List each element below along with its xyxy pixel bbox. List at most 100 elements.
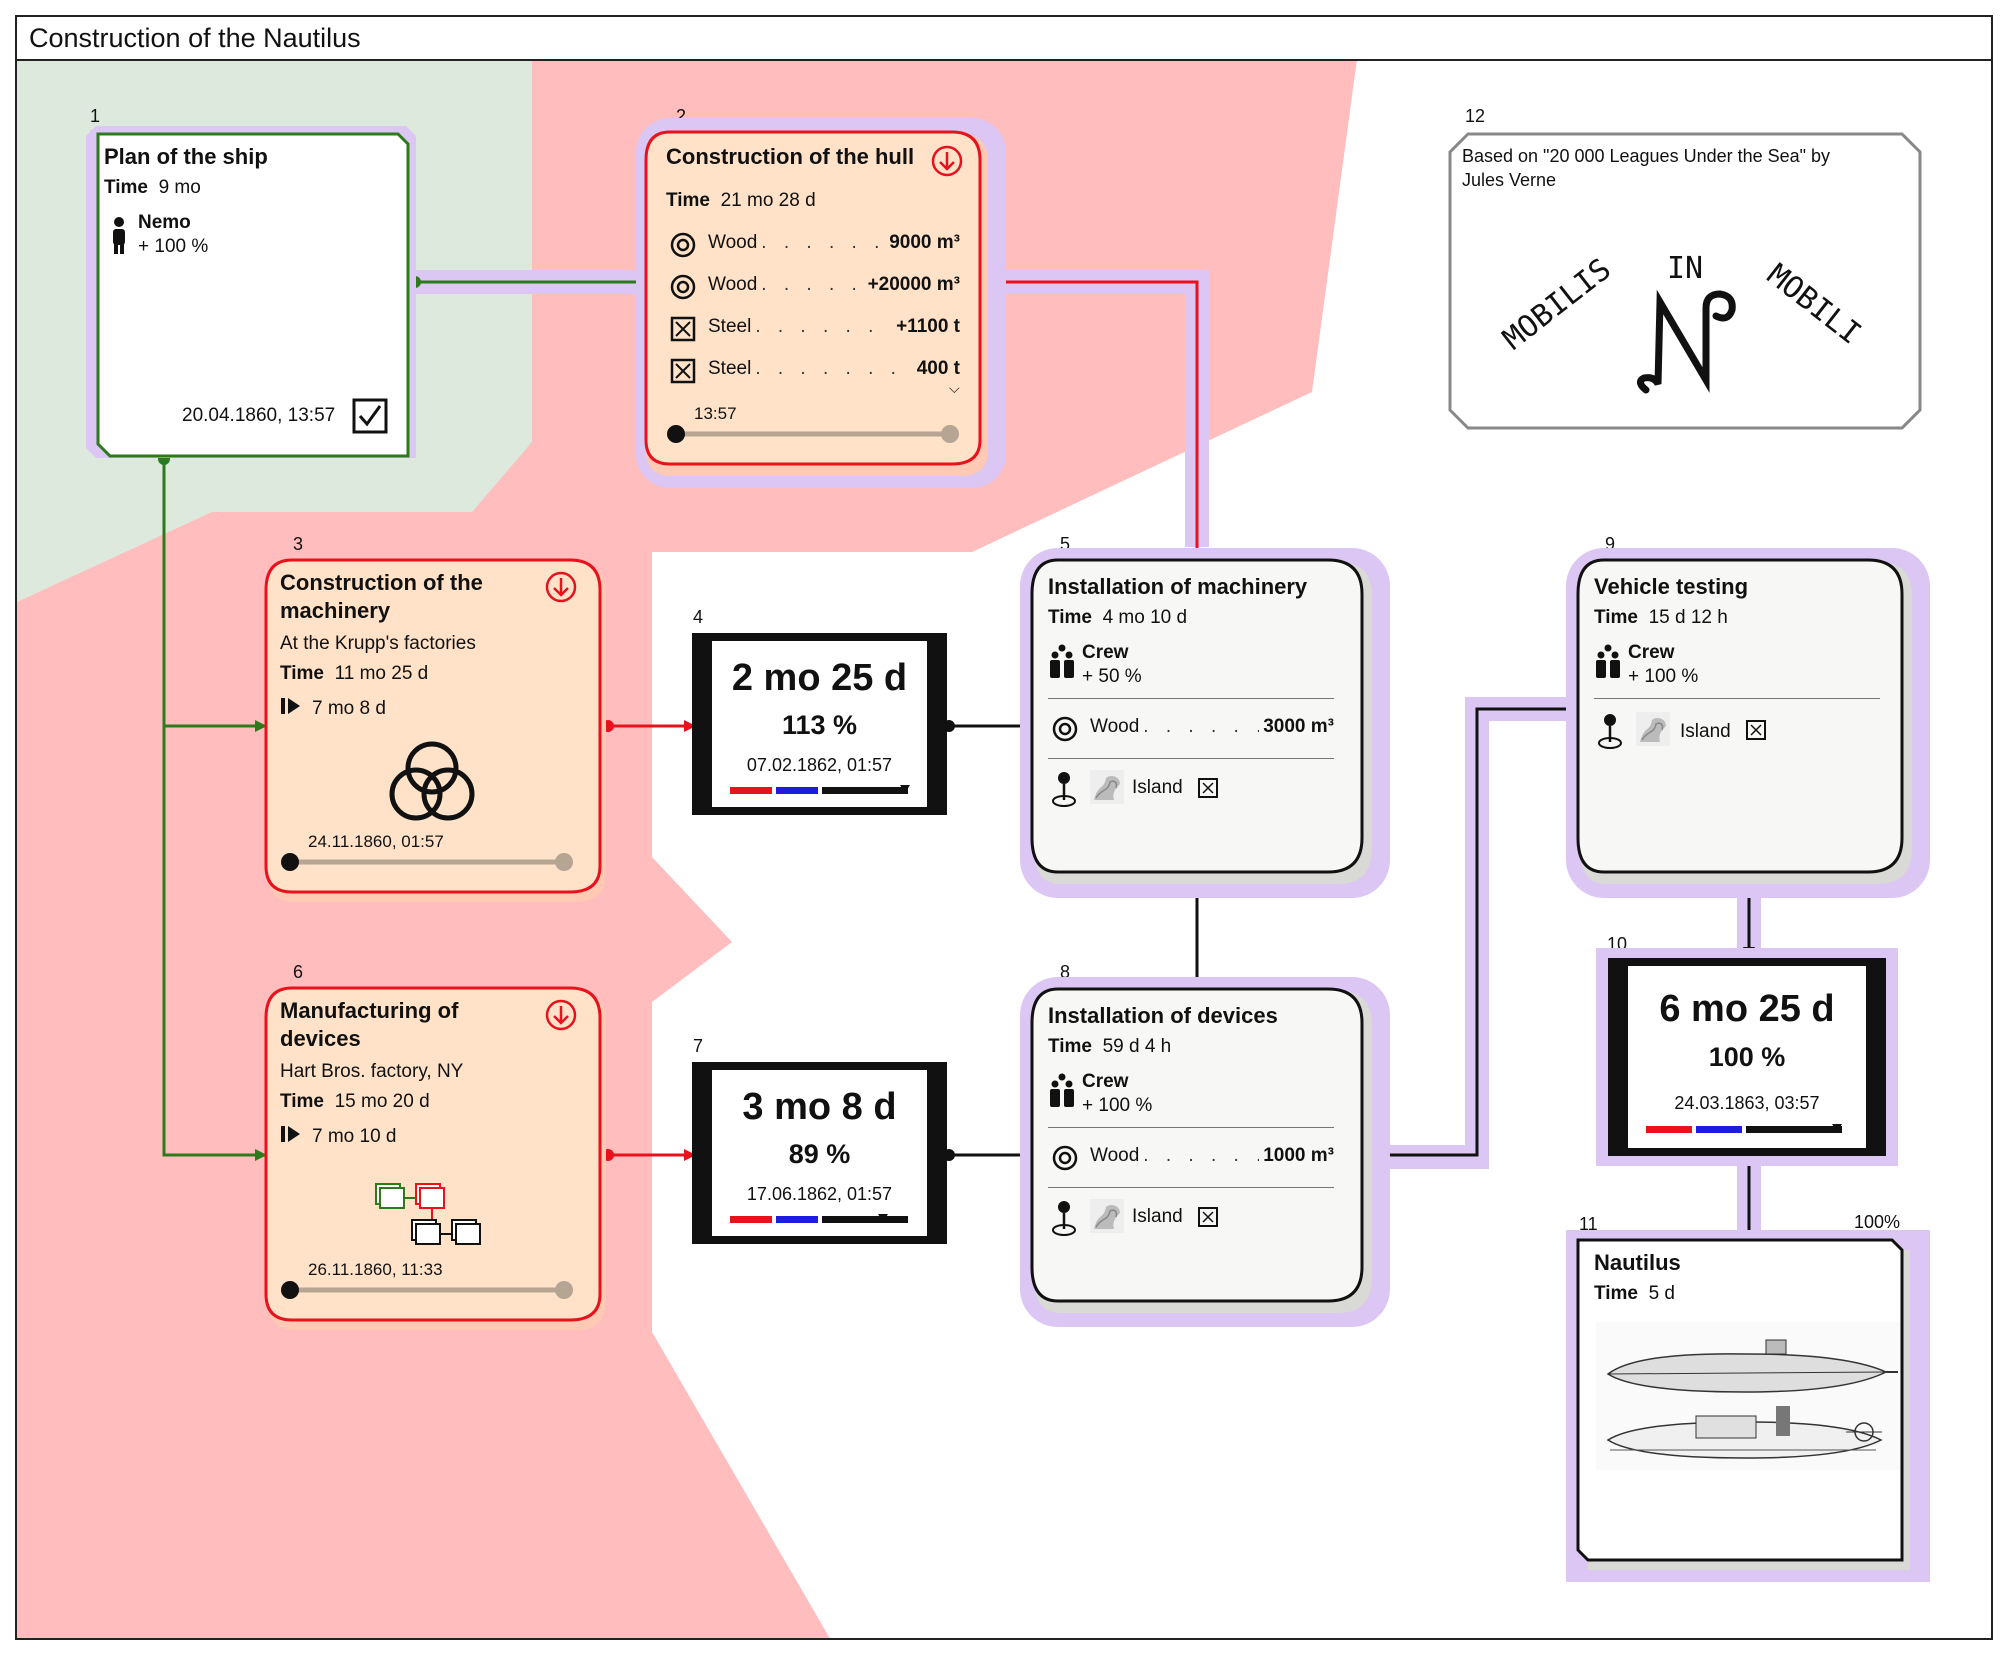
divider <box>1594 698 1880 699</box>
resource-name: Wood <box>1090 1145 1140 1166</box>
progress-time: 13:57 <box>694 404 737 423</box>
time-label: Time <box>1594 607 1639 628</box>
duration-value: 7 mo 8 d <box>312 698 386 719</box>
leader-dots: . . . . . . . . . . . . . . <box>1143 1145 1259 1166</box>
milestone-date: 24.03.1863, 03:57 <box>1674 1093 1820 1113</box>
leader-dots: . . . . . . . . . . . . . . <box>755 316 892 337</box>
resource-value: 400 t <box>916 358 960 379</box>
milestone-date: 07.02.1862, 01:57 <box>746 755 893 775</box>
time-label: Time <box>1048 1036 1093 1057</box>
card-shape <box>86 126 416 458</box>
island-map-icon <box>1636 712 1670 746</box>
node-subtitle: At the Krupp's factories <box>280 633 476 654</box>
alert-down-icon[interactable] <box>544 998 578 1032</box>
alert-down-icon[interactable] <box>930 144 964 178</box>
divider <box>1048 1187 1334 1188</box>
alert-down-icon[interactable] <box>544 570 578 604</box>
node-title: Plan of the ship <box>104 144 268 169</box>
milestone-duration-box[interactable]: 6 mo 25 d 100 % 24.03.1863, 03:57 <box>1596 948 1898 1166</box>
time-label: Time <box>280 1091 325 1112</box>
node-title-cont: devices <box>280 1026 361 1051</box>
wood-icon <box>670 274 696 300</box>
node-title: Vehicle testing <box>1594 574 1749 599</box>
start-date: 26.11.1860, 11:33 <box>308 1260 443 1279</box>
steel-icon <box>670 316 696 342</box>
status-bar <box>730 785 910 794</box>
expand-box-icon[interactable] <box>1198 778 1218 798</box>
checkbox-checked-icon[interactable] <box>352 398 388 434</box>
time-value: 11 mo 25 d <box>334 663 429 684</box>
leader-dots: . . . . . . . . . . . . . . <box>761 274 863 295</box>
leader-dots: . . . . . . . . . . . . . . <box>761 232 886 253</box>
node-title: Installation of devices <box>1048 1003 1278 1028</box>
start-date: 24.11.1860, 01:57 <box>308 832 444 851</box>
task-manufacturing-of-devices[interactable]: Manufacturing of devices Hart Bros. fact… <box>262 984 610 1334</box>
three-circles-icon <box>389 741 475 821</box>
note-card: Based on "20 000 Leagues Under the Sea" … <box>1448 132 1922 430</box>
motto-right: MOBILI <box>1760 257 1867 351</box>
time-label: Time <box>280 663 325 684</box>
leader-dots: . . . . . . . . . . . . . . <box>755 358 912 379</box>
submarine-drawing <box>1596 1322 1900 1470</box>
task-installation-of-machinery[interactable]: Installation of machinery Time 4 mo 10 d… <box>1020 548 1390 898</box>
n-monogram-icon <box>1637 289 1736 394</box>
location-pin-icon <box>1052 1201 1076 1236</box>
task-installation-of-devices[interactable]: Installation of devices Time 59 d 4 h Cr… <box>1020 977 1390 1327</box>
task-plan-of-the-ship[interactable]: Plan of the ship Time 9 mo Nemo + 100 % … <box>78 118 424 468</box>
milestone-duration-box[interactable]: 2 mo 25 d 113 % 07.02.1862, 01:57 <box>692 633 947 815</box>
expand-chevron-icon[interactable]: ⌵ <box>949 380 960 396</box>
resource-name: Wood <box>708 232 758 253</box>
divider <box>1048 698 1334 699</box>
product-nautilus[interactable]: 100% Nautilus Time 5 d <box>1566 1212 1930 1582</box>
task-construction-of-the-hull[interactable]: Construction of the hull Time 21 mo 28 d… <box>636 118 1006 488</box>
percent-value: 100 % <box>1708 1042 1786 1072</box>
time-label: Time <box>1594 1283 1639 1304</box>
time-label: Time <box>1048 607 1093 628</box>
node-title: Construction of the <box>280 570 483 595</box>
leader-dots: . . . . . . . . . . . . . . <box>1143 716 1259 737</box>
box-shape <box>692 633 947 815</box>
window-title: Construction of the Nautilus <box>29 23 361 53</box>
duration-big: 6 mo 25 d <box>1659 988 1835 1030</box>
wood-icon <box>1052 716 1078 742</box>
time-value: 4 mo 10 d <box>1102 607 1188 628</box>
resource-name: Steel <box>708 316 752 337</box>
time-label: Time <box>104 177 149 198</box>
task-vehicle-testing[interactable]: Vehicle testing Time 15 d 12 h Crew + 10… <box>1566 548 1930 898</box>
note-text: Jules Verne <box>1462 170 1557 190</box>
resource-name: Wood <box>708 274 758 295</box>
node-number: 2 <box>676 106 687 126</box>
person-percent: + 100 % <box>138 236 209 257</box>
progress-slider[interactable] <box>278 850 578 874</box>
task-construction-of-the-machinery[interactable]: Construction of the machinery At the Kru… <box>262 556 610 906</box>
resource-value: +1100 t <box>896 316 960 337</box>
percent-value: 89 % <box>788 1139 851 1169</box>
workflow-icon <box>375 1183 481 1245</box>
box-shape <box>1596 948 1898 1166</box>
node-subtitle: Hart Bros. factory, NY <box>280 1061 464 1082</box>
progress-slider[interactable] <box>664 422 964 446</box>
divider <box>1048 758 1334 759</box>
location-name: Island <box>1132 1206 1183 1227</box>
time-value: 59 d 4 h <box>1102 1036 1172 1057</box>
node-number: 1 <box>90 106 101 126</box>
milestone-duration-box[interactable]: 3 mo 8 d 89 % 17.06.1862, 01:57 <box>692 1062 947 1244</box>
node-title: Manufacturing of <box>280 998 459 1023</box>
node-number: 12 <box>1465 106 1486 126</box>
duration-big: 3 mo 8 d <box>742 1086 897 1128</box>
motto-middle: IN <box>1667 251 1703 286</box>
finish-date: 20.04.1860, 13:57 <box>182 405 336 426</box>
title-bar: Construction of the Nautilus <box>17 17 1991 61</box>
node-number: 9 <box>1605 534 1616 554</box>
time-label: Time <box>666 190 711 211</box>
completion-percent: 100% <box>1854 1212 1901 1232</box>
time-value: 15 mo 20 d <box>334 1091 430 1112</box>
node-number: 3 <box>293 534 304 554</box>
progress-slider[interactable] <box>278 1278 578 1302</box>
expand-box-icon[interactable] <box>1746 720 1766 740</box>
time-value: 9 mo <box>158 177 201 198</box>
expand-box-icon[interactable] <box>1198 1207 1218 1227</box>
note-text: Based on "20 000 Leagues Under the Sea" … <box>1462 146 1831 166</box>
card-shape <box>1020 548 1390 898</box>
node-number: 7 <box>693 1036 704 1056</box>
